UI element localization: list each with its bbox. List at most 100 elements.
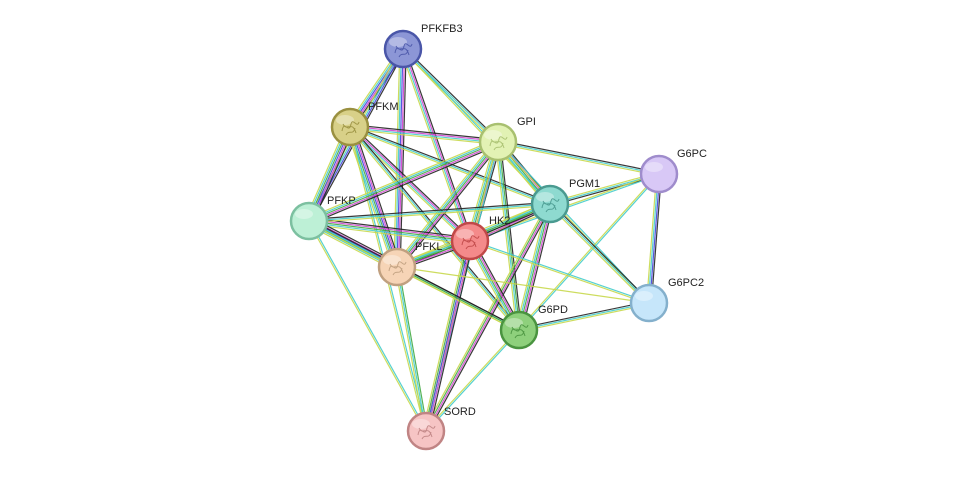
edge-evidence-line <box>422 240 468 431</box>
node-hk2[interactable]: HK2 <box>450 215 510 261</box>
edge-pfkp-sord[interactable] <box>307 220 428 432</box>
node-label: G6PC2 <box>668 277 704 289</box>
edge-evidence-line <box>550 202 651 303</box>
edge-pfkm-gpi[interactable] <box>349 124 499 145</box>
node-pfkp[interactable]: PFKP <box>289 195 356 241</box>
node-highlight <box>295 209 313 219</box>
edge-gpi-g6pc[interactable] <box>497 139 660 177</box>
edge-evidence-line <box>521 204 554 331</box>
node-pfkm[interactable]: PFKM <box>330 101 399 147</box>
edge-evidence-line <box>394 267 426 432</box>
edge-g6pc-g6pd[interactable] <box>517 173 661 331</box>
node-sord[interactable]: SORD <box>406 406 476 451</box>
edge-pgm1-g6pc2[interactable] <box>548 202 651 305</box>
edge-pgm1-sord[interactable] <box>423 202 553 433</box>
edge-evidence-line <box>308 201 550 221</box>
edge-evidence-line <box>350 125 521 330</box>
edge-evidence-line <box>426 241 473 432</box>
edge-pfkp-hk2[interactable] <box>308 217 471 245</box>
edge-evidence-line <box>498 139 660 174</box>
node-label: SORD <box>444 406 476 418</box>
edge-evidence-line <box>349 127 498 144</box>
node-label: GPI <box>517 116 536 128</box>
edge-evidence-line <box>310 144 500 225</box>
edge-hk2-g6pc2[interactable] <box>469 239 650 305</box>
edge-gpi-g6pd[interactable] <box>495 141 522 331</box>
node-bubble[interactable] <box>639 154 679 194</box>
edge-evidence-line <box>518 203 551 331</box>
edge-evidence-line <box>423 202 549 431</box>
edge-gpi-pfkl[interactable] <box>394 139 501 270</box>
protein-structure-icon <box>489 136 508 151</box>
edge-evidence-line <box>397 266 429 431</box>
edge-evidence-line <box>497 141 660 175</box>
edge-evidence-line <box>396 266 520 331</box>
edge-evidence-line <box>395 140 498 267</box>
edge-evidence-line <box>425 240 471 432</box>
edge-pfkm-hk2[interactable] <box>347 124 473 244</box>
edge-evidence-line <box>397 265 521 330</box>
node-label: G6PC <box>677 148 707 160</box>
edge-evidence-line <box>309 220 428 431</box>
edge-pfkl-sord[interactable] <box>394 266 429 432</box>
edge-evidence-line <box>518 302 650 331</box>
node-label: PFKM <box>368 101 399 113</box>
edge-evidence-line <box>497 142 659 177</box>
node-g6pc[interactable]: G6PC <box>639 148 707 194</box>
edge-g6pc-g6pc2[interactable] <box>646 173 662 304</box>
edge-g6pd-sord[interactable] <box>424 329 521 432</box>
protein-structure-icon <box>510 324 529 339</box>
edge-pfkm-g6pd[interactable] <box>348 125 521 332</box>
edge-pfkl-g6pc2[interactable] <box>396 266 650 304</box>
edge-evidence-line <box>309 142 499 224</box>
edge-evidence-line <box>649 174 661 304</box>
node-pfkfb3[interactable]: PFKFB3 <box>383 23 463 69</box>
edge-evidence-line <box>426 204 552 432</box>
edge-evidence-line <box>309 218 471 241</box>
edge-evidence-line <box>647 173 659 303</box>
node-label: PFKL <box>415 241 443 253</box>
node-highlight <box>412 419 430 429</box>
edge-pfkp-pgm1[interactable] <box>308 201 551 224</box>
edge-evidence-line <box>499 141 522 330</box>
edge-evidence-line <box>399 143 501 270</box>
node-highlight <box>536 192 554 202</box>
node-pfkl[interactable]: PFKL <box>377 241 443 287</box>
edge-evidence-line <box>349 127 550 207</box>
edge-gpi-pfkp[interactable] <box>307 138 500 225</box>
edge-g6pd-g6pc2[interactable] <box>518 300 650 333</box>
node-highlight <box>336 115 354 125</box>
node-bubble[interactable] <box>289 201 329 241</box>
edge-evidence-line <box>308 139 498 221</box>
node-gpi[interactable]: GPI <box>478 116 536 162</box>
node-pgm1[interactable]: PGM1 <box>530 178 600 224</box>
edge-evidence-line <box>423 240 470 431</box>
edge-evidence-line <box>308 203 551 222</box>
edge-evidence-line <box>646 173 658 303</box>
edge-evidence-line <box>307 138 497 219</box>
edge-evidence-line <box>348 127 519 332</box>
node-highlight <box>456 229 474 239</box>
edge-evidence-line <box>519 174 661 331</box>
node-bubble[interactable] <box>629 283 669 323</box>
edge-pfkl-g6pd[interactable] <box>395 265 521 332</box>
edge-evidence-line <box>426 330 521 432</box>
node-highlight <box>505 318 523 328</box>
edge-pgm1-g6pd[interactable] <box>515 203 554 331</box>
edge-evidence-line <box>424 329 519 431</box>
node-label: HK2 <box>489 215 510 227</box>
protein-structure-icon <box>417 425 436 440</box>
edge-evidence-line <box>427 204 553 433</box>
node-g6pd[interactable]: G6PD <box>499 304 568 350</box>
edge-hk2-sord[interactable] <box>422 240 474 432</box>
edge-evidence-line <box>309 204 551 224</box>
edge-evidence-line <box>516 203 550 330</box>
edge-evidence-line <box>308 141 499 222</box>
edge-evidence-line <box>549 203 650 304</box>
edge-evidence-line <box>495 142 518 331</box>
edge-evidence-line <box>345 128 394 269</box>
node-g6pc2[interactable]: G6PC2 <box>629 277 704 323</box>
node-highlight <box>389 37 407 47</box>
node-label: PGM1 <box>569 178 600 190</box>
